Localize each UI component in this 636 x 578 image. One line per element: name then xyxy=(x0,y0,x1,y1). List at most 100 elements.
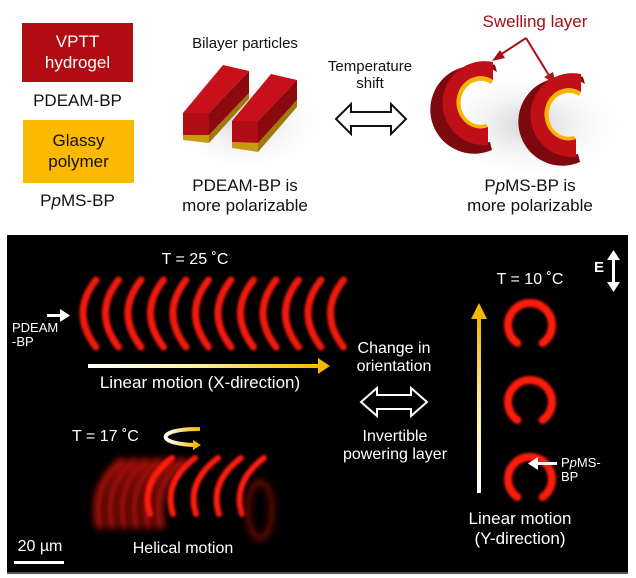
helical-motion-label: Helical motion xyxy=(132,540,234,557)
hydrogel-box-line2: hydrogel xyxy=(44,52,111,72)
double-arrow-icon xyxy=(334,101,408,137)
bar-particle xyxy=(183,65,249,143)
x-motion-particle-arc xyxy=(79,276,100,351)
helical-blurred-arc xyxy=(105,457,139,530)
invertible-layer-label: Invertible powering layer xyxy=(325,428,465,465)
shift-label-line2: shift xyxy=(356,75,384,93)
y-motion-line1: Linear motion xyxy=(468,509,572,528)
pdeam-pointer-label: PDEAM -BP xyxy=(12,320,59,350)
orientation-double-arrow-icon xyxy=(359,385,429,419)
x-arrowhead-icon xyxy=(318,358,330,374)
pdeam-label-line2: -BP xyxy=(12,334,34,350)
x-motion-particle-arc xyxy=(147,276,167,351)
pdeam-label-line1: PDEAM xyxy=(12,320,59,335)
bar-particle xyxy=(232,74,297,152)
helical-particle-arc xyxy=(213,455,244,517)
x-motion-particle-arc xyxy=(327,276,347,351)
orientation-change-label: Change in orientation xyxy=(330,340,458,377)
orientation-line1: Change in xyxy=(357,340,431,357)
bilayer-caption-line1: PDEAM-BP is xyxy=(192,176,298,195)
curved-caption-suffix: MS-BP is xyxy=(505,176,576,195)
y-arrowhead-icon xyxy=(471,303,487,319)
ppms-pointer-arrow-icon xyxy=(528,457,557,470)
curved-caption-line1: PpMS-BP is xyxy=(440,176,620,196)
pdeam-pointer-arrow-icon xyxy=(47,309,70,322)
curved-caption-prefix: P xyxy=(484,176,496,195)
y-motion-particle-arc xyxy=(504,453,556,502)
shift-label-line1: Temperature xyxy=(327,58,413,75)
orientation-line2: orientation xyxy=(356,358,432,376)
glassy-caption-italic: p xyxy=(51,191,61,210)
curved-caption: PpMS-BP is more polarizable xyxy=(440,176,620,215)
y-direction-arrow xyxy=(471,303,487,493)
y-motion-temperature: T = 10 ˚C xyxy=(496,271,564,288)
invertible-line2: powering layer xyxy=(342,446,448,464)
x-motion-particle-arc xyxy=(304,276,325,351)
helical-blurred-arc xyxy=(117,457,151,530)
rotation-arrow-icon xyxy=(163,427,201,450)
ppms-pointer-label: PpMS- BP xyxy=(561,455,601,485)
curved-caption-line2: more polarizable xyxy=(467,195,593,215)
bilayer-title: Bilayer particles xyxy=(192,35,298,52)
helical-particle-arc xyxy=(144,455,175,517)
glassy-caption: PpMS-BP xyxy=(22,191,133,211)
ppms-label-italic: p xyxy=(569,455,577,470)
x-motion-label: Linear motion (X-direction) xyxy=(99,373,301,392)
bilayer-caption-line2: more polarizable xyxy=(182,195,308,215)
bilayer-particles-illustration xyxy=(170,65,320,165)
x-motion-particle-arc xyxy=(124,276,145,351)
y-motion-line2: (Y-direction) xyxy=(474,528,566,548)
y-arrow-shaft xyxy=(477,318,481,493)
bilayer-caption: PDEAM-BP is more polarizable xyxy=(160,176,330,215)
hydrogel-caption: PDEAM-BP xyxy=(33,91,122,110)
helical-blurred-arc xyxy=(129,457,163,530)
curved-particles-illustration xyxy=(430,61,620,172)
curved-particle xyxy=(430,61,497,154)
x-motion-arcs xyxy=(79,276,347,351)
electric-field-arrow-icon xyxy=(607,250,620,292)
x-motion-particle-arc xyxy=(102,276,122,351)
glassy-box-line1: Glassy xyxy=(52,131,105,151)
hydrogel-box-line1: VPTT xyxy=(55,32,100,52)
helical-blurred-arc xyxy=(153,457,187,530)
helical-blurred-arc xyxy=(93,457,127,530)
y-motion-arcs xyxy=(504,299,556,502)
helical-particle-arc xyxy=(167,455,198,517)
y-motion-particle-arc xyxy=(504,376,556,425)
glassy-caption-suffix: MS-BP xyxy=(60,191,115,210)
scale-bar xyxy=(14,561,64,564)
x-motion-particle-arc xyxy=(282,276,302,351)
glassy-box-line2: polymer xyxy=(48,151,109,171)
curved-particle xyxy=(518,73,585,166)
x-motion-particle-arc xyxy=(259,276,280,351)
curved-caption-italic: p xyxy=(495,176,506,195)
x-motion-particle-arc xyxy=(169,276,190,351)
temperature-shift-label: Temperature shift xyxy=(310,58,430,93)
x-motion-temperature: T = 25 ˚C xyxy=(161,251,229,268)
hydrogel-legend-box: VPTT hydrogel xyxy=(22,23,133,82)
helical-particle-arc xyxy=(190,455,221,517)
y-motion-label: Linear motion (Y-direction) xyxy=(455,509,585,548)
x-motion-particle-arc xyxy=(237,276,257,351)
helical-motion-arcs xyxy=(93,455,275,541)
swelling-layer-label: Swelling layer xyxy=(482,12,588,31)
glassy-caption-prefix: P xyxy=(40,191,52,210)
glassy-legend-box: Glassy polymer xyxy=(23,120,134,183)
x-motion-particle-arc xyxy=(192,276,212,351)
arrowhead-left-icon xyxy=(492,50,505,61)
x-arrow-shaft xyxy=(88,364,320,368)
y-motion-particle-arc xyxy=(504,299,556,348)
pointer-line-left xyxy=(499,37,527,56)
helical-faded-arc xyxy=(245,479,275,541)
field-label: E xyxy=(594,259,605,276)
helical-particle-arc xyxy=(236,455,267,517)
x-direction-arrow xyxy=(88,358,330,374)
ppms-label-line1: PpMS- xyxy=(561,455,601,470)
helical-temperature: T = 17 ˚C xyxy=(72,428,139,445)
x-motion-particle-arc xyxy=(214,276,235,351)
ppms-label-suffix: MS- xyxy=(576,455,601,470)
ppms-label-prefix: P xyxy=(561,455,570,470)
ppms-label-line2: BP xyxy=(561,469,579,485)
invertible-line1: Invertible xyxy=(362,428,428,445)
